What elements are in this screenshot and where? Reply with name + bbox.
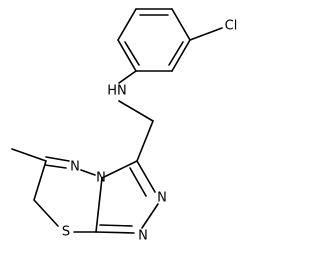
bond-c-nh xyxy=(118,70,137,84)
bond-c-cl xyxy=(189,27,223,41)
bond-c3-n2 xyxy=(136,160,156,193)
atom-nitrogen-n4: N xyxy=(96,171,106,186)
atom-nitrogen-n1: N xyxy=(138,229,148,244)
bond-ar5 xyxy=(117,39,137,72)
atom-sulfur: S xyxy=(62,225,70,240)
bond-n4-n5 xyxy=(80,169,96,176)
triazole-ring xyxy=(95,160,159,234)
chlorophenyl-ring xyxy=(117,8,191,72)
bond-ar2 xyxy=(171,8,191,41)
molecule-drawing: Cl HN N N N N S xyxy=(11,8,238,244)
bond-c6-c7 xyxy=(33,160,47,201)
atom-chlorine: Cl xyxy=(225,19,238,34)
bond-c6-methyl xyxy=(11,148,47,162)
bond-nh-ch2 xyxy=(118,100,154,122)
bond-ar6 xyxy=(117,8,137,41)
bond-n2-n1 xyxy=(141,203,159,229)
bond-c3-n4 xyxy=(101,160,138,179)
structure-canvas: Cl HN N N N N S xyxy=(11,8,238,244)
thiadiazine-ring xyxy=(33,156,97,233)
bond-ar-inner2 xyxy=(168,41,184,66)
bond-ch2-c3 xyxy=(136,120,154,162)
bond-n5-c6 xyxy=(45,156,70,162)
bond-c7-s xyxy=(33,199,59,227)
bond-c8a-n4 xyxy=(95,177,103,233)
bond-c3-n2-double xyxy=(129,167,147,197)
bond-n1-c8a-double xyxy=(99,224,133,227)
atom-nitrogen-n2: N xyxy=(157,191,167,206)
bond-ar-inner3 xyxy=(124,41,140,66)
bond-n5-c6-double xyxy=(44,164,67,169)
atom-amine-nh: HN xyxy=(107,84,127,99)
atom-nitrogen-n5: N xyxy=(70,160,80,175)
bond-ar3 xyxy=(171,39,191,72)
bond-n1-c8a xyxy=(95,231,135,234)
